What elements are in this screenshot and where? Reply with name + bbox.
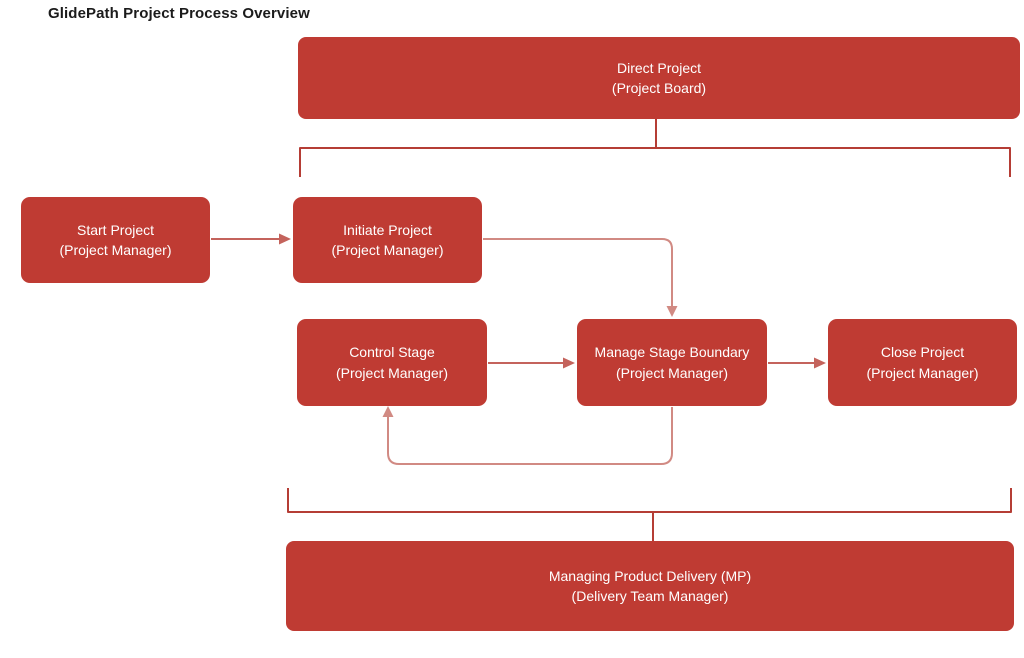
node-initiate-project-line1: Initiate Project [343, 221, 432, 238]
node-start-project-line1: Start Project [76, 221, 155, 238]
node-initiate-project-line2: (Project Manager) [331, 242, 444, 258]
arrowhead-initiate-to-msb [666, 306, 678, 317]
edge-msb-to-control-loop [387, 407, 673, 465]
node-close-project-line1: Close Project [880, 344, 965, 360]
node-direct-project-line1: Direct Project [616, 59, 702, 76]
node-start-project-line2: (Project Manager) [59, 242, 172, 258]
node-control-stage-line2: (Project Manager) [335, 364, 449, 381]
node-initiate-project: Initiate Project (Project Manager) [293, 197, 482, 283]
node-direct-project-line2: (Project Board) [611, 80, 707, 96]
bottom-bracket [287, 488, 1012, 513]
edge-initiate-to-msb [483, 238, 673, 306]
top-bracket [299, 147, 1011, 177]
arrowhead-msb-to-control [382, 406, 394, 417]
node-manage-stage-boundary-line2: (Project Manager) [615, 364, 729, 381]
node-managing-product-delivery: Managing Product Delivery (MP) (Delivery… [286, 541, 1014, 631]
node-control-stage: Control Stage (Project Manager) [297, 319, 487, 406]
node-control-stage-line1: Control Stage [349, 344, 435, 360]
node-manage-stage-boundary-line1: Manage Stage Boundary [594, 344, 750, 360]
node-manage-stage-boundary: Manage Stage Boundary (Project Manager) [577, 319, 767, 406]
arrowhead-start-to-initiate [279, 233, 291, 245]
node-managing-product-delivery-line1: Managing Product Delivery (MP) [548, 567, 752, 584]
arrowhead-msb-to-close [814, 357, 826, 369]
node-close-project: Close Project (Project Manager) [828, 319, 1017, 406]
arrowhead-control-to-msb [563, 357, 575, 369]
diagram-title: GlidePath Project Process Overview [48, 5, 310, 22]
node-start-project: Start Project (Project Manager) [21, 197, 210, 283]
node-close-project-line2: (Project Manager) [866, 364, 979, 381]
node-direct-project: Direct Project (Project Board) [298, 37, 1020, 119]
node-managing-product-delivery-line2: (Delivery Team Manager) [571, 588, 729, 604]
